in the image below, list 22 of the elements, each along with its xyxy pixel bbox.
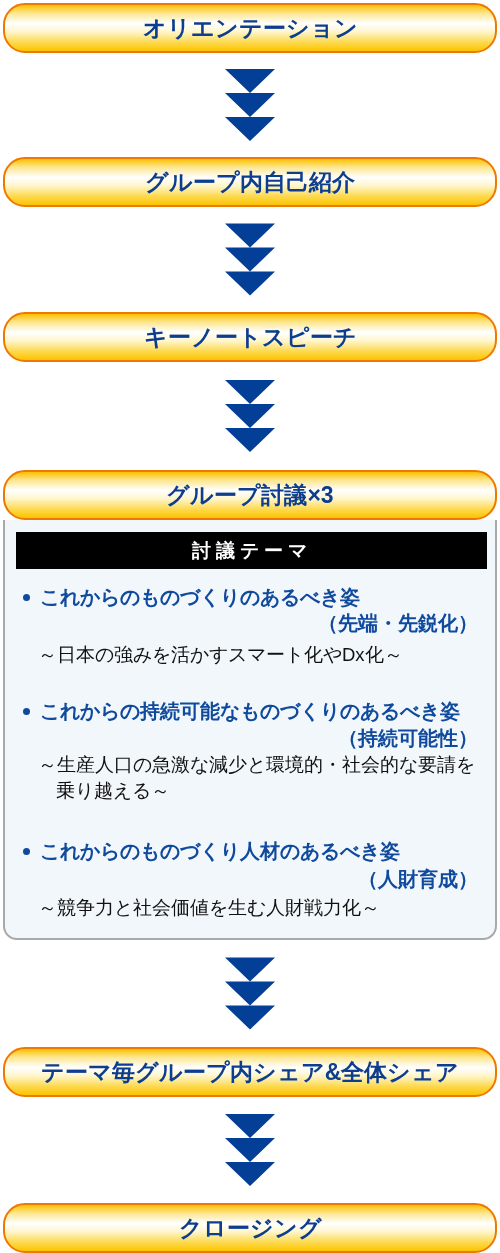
arrow	[225, 380, 275, 452]
heading-bar: 討議テーマ	[16, 532, 487, 569]
topic-subtitle: （先端・先鋭化）	[318, 611, 478, 636]
step-box: オリエンテーション	[3, 3, 497, 53]
arrow	[225, 223, 275, 296]
topic-description: ～日本の強みを活かすスマート化やDx化～	[38, 643, 403, 667]
arrow	[225, 957, 275, 1030]
topic-subtitle: （持続可能性）	[338, 726, 478, 751]
topic-subtitle: （人財育成）	[358, 867, 478, 892]
topic-description: ～生産人口の急激な減少と環境的・社会的な要請を乗り越える～	[38, 753, 476, 803]
panel	[3, 520, 497, 940]
step-box: グループ討議×3	[3, 470, 497, 520]
topic-title: これからのものづくり人材のあるべき姿	[40, 839, 400, 864]
arrow	[225, 1114, 275, 1186]
topic-description: ～競争力と社会価値を生む人財戦力化～	[38, 896, 380, 920]
arrow	[225, 69, 275, 141]
step-box: グループ内自己紹介	[3, 157, 497, 207]
topic-title: これからのものづくりのあるべき姿	[40, 585, 360, 610]
step-box: クロージング	[3, 1203, 497, 1253]
topic-title: これからの持続可能なものづくりのあるべき姿	[40, 699, 460, 724]
step-box: テーマ毎グループ内シェア&全体シェア	[3, 1047, 497, 1097]
step-box: キーノートスピーチ	[3, 312, 497, 362]
